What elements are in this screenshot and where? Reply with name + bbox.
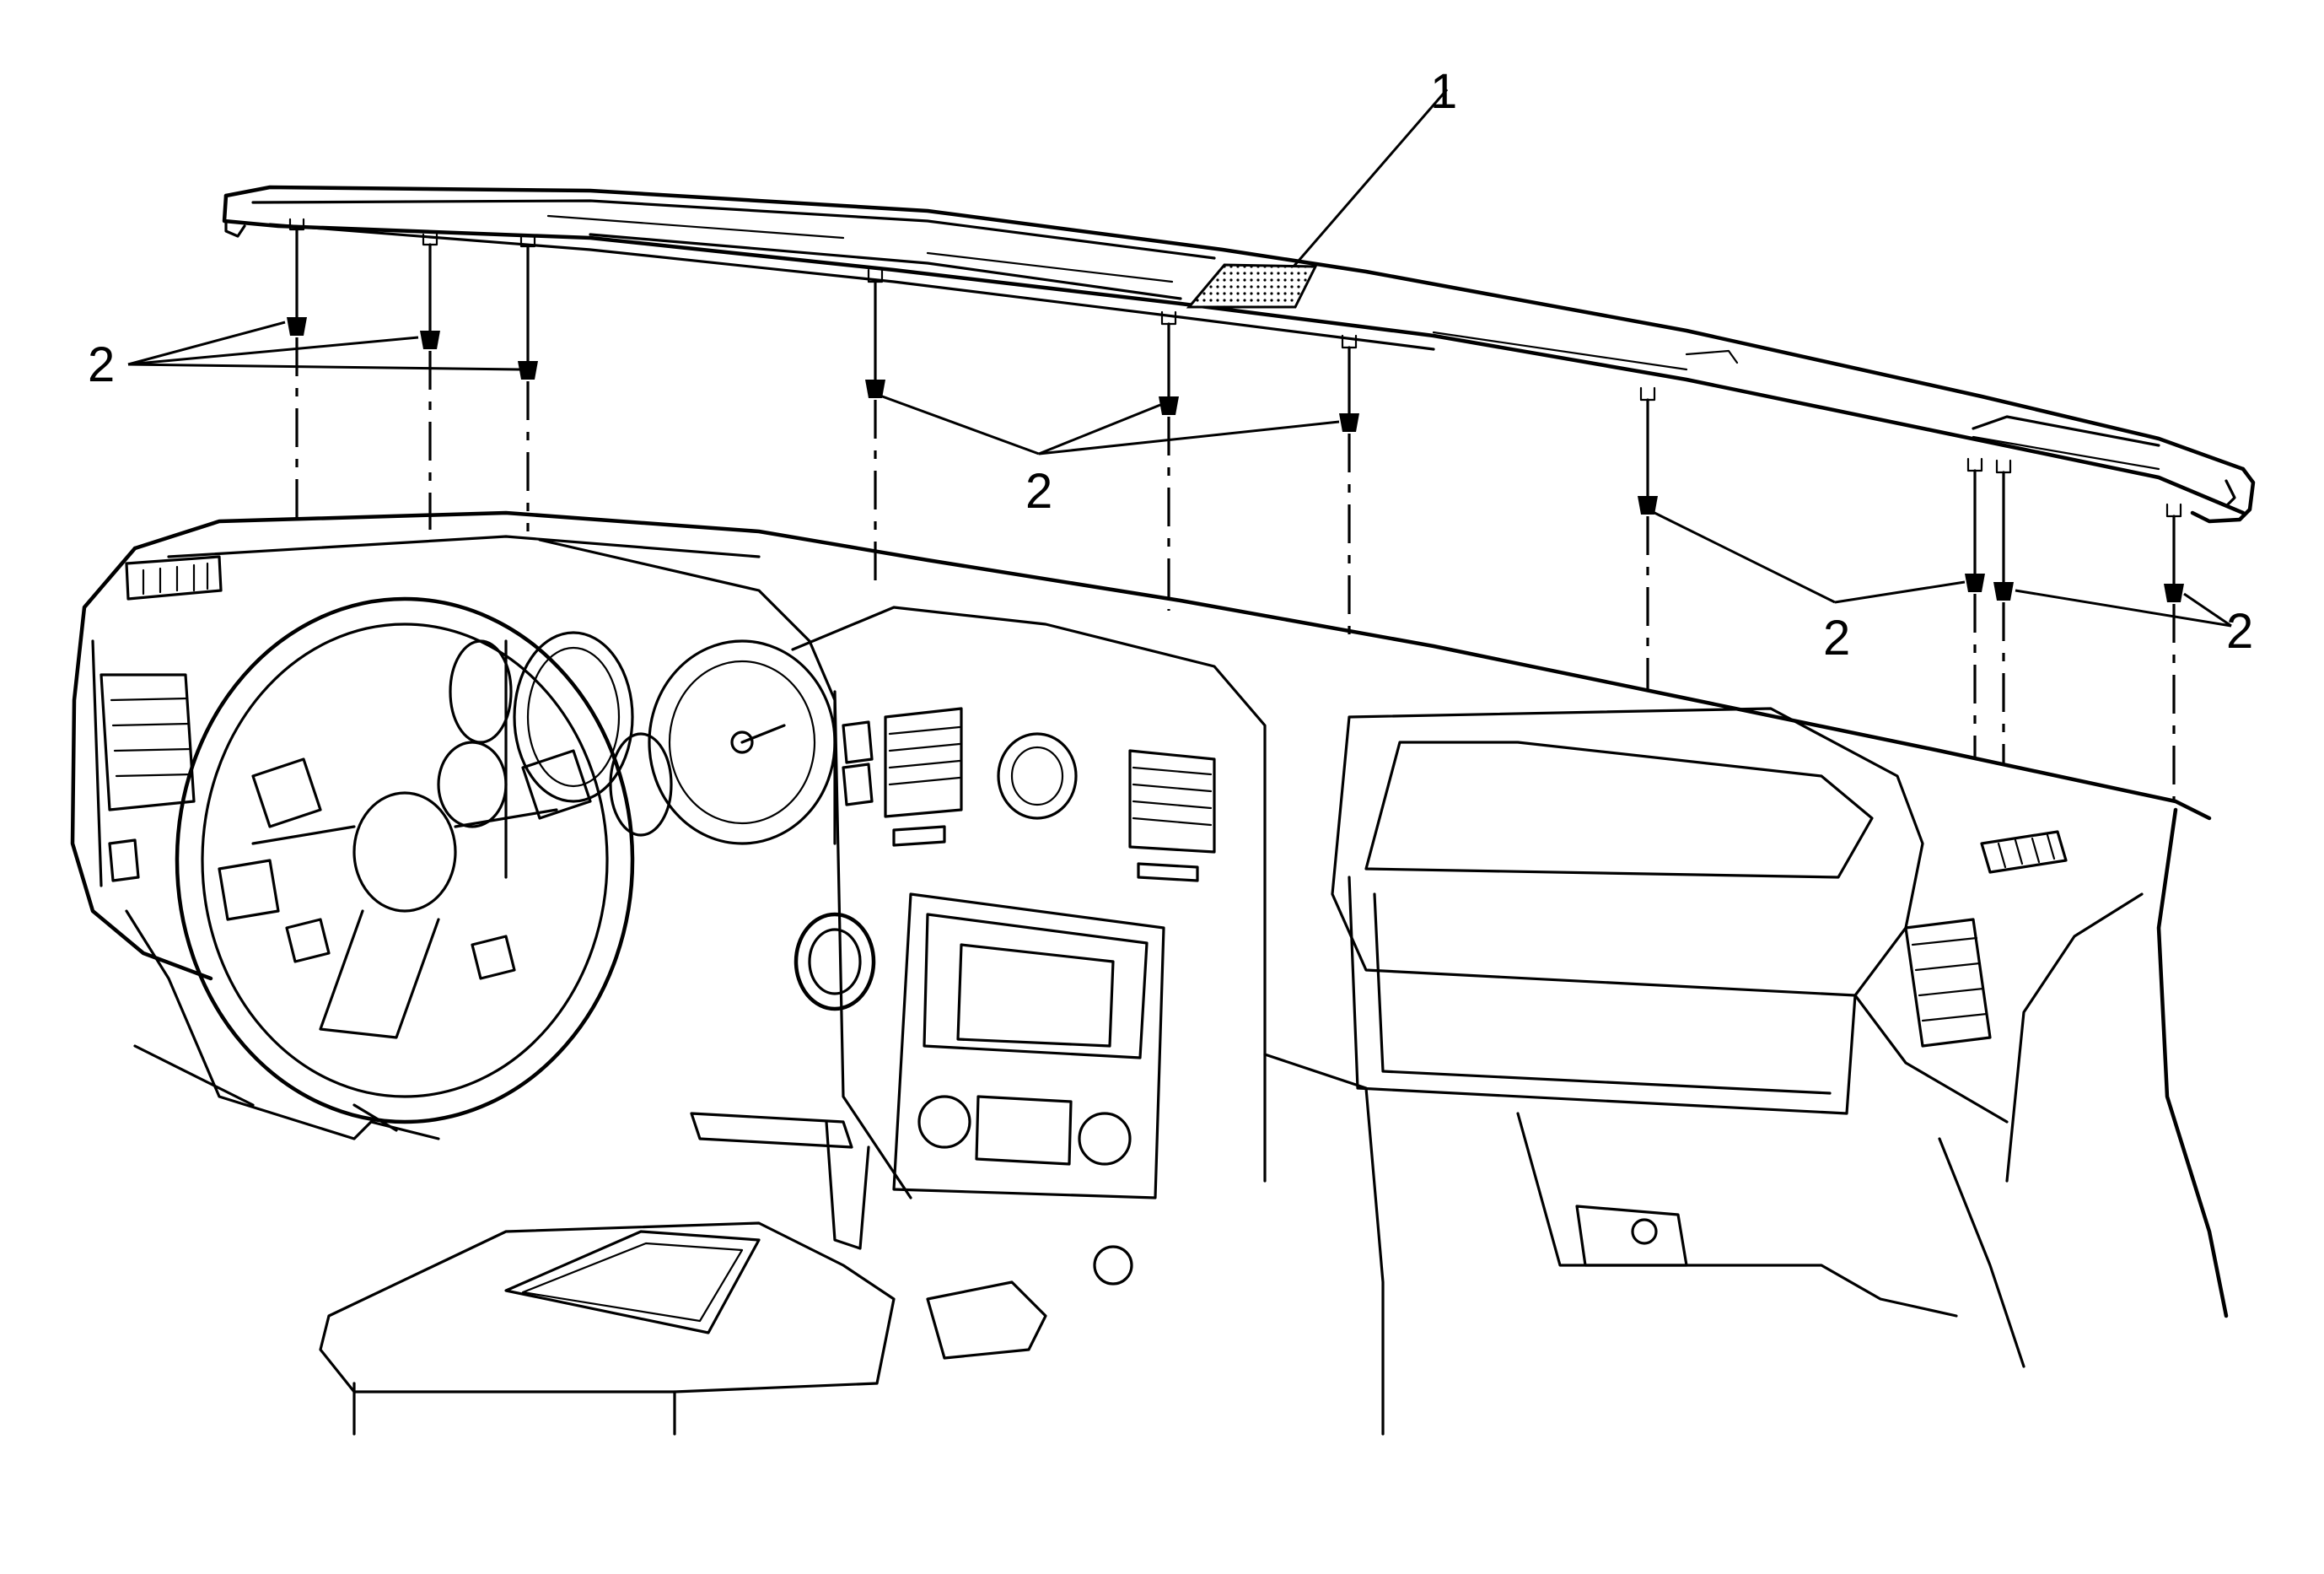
gauge-cluster	[437, 631, 837, 845]
passenger-dash	[1263, 707, 2229, 1436]
center-stack	[319, 606, 1267, 1436]
callout-fastener-left: 2	[88, 337, 115, 392]
callout-part-1: 1	[1430, 64, 1457, 119]
upper-trim-panel	[222, 185, 2256, 524]
retainer-clip-icon	[287, 317, 2184, 602]
callout-fastener-right-a: 2	[1823, 611, 1850, 666]
instrument-panel	[70, 510, 2229, 1436]
callout-fastener-center: 2	[1025, 464, 1052, 519]
callout-fastener-right-b: 2	[2226, 604, 2253, 659]
leader-lines	[127, 89, 2232, 628]
retainer-clips	[287, 218, 2184, 801]
steering-wheel	[175, 596, 635, 1124]
